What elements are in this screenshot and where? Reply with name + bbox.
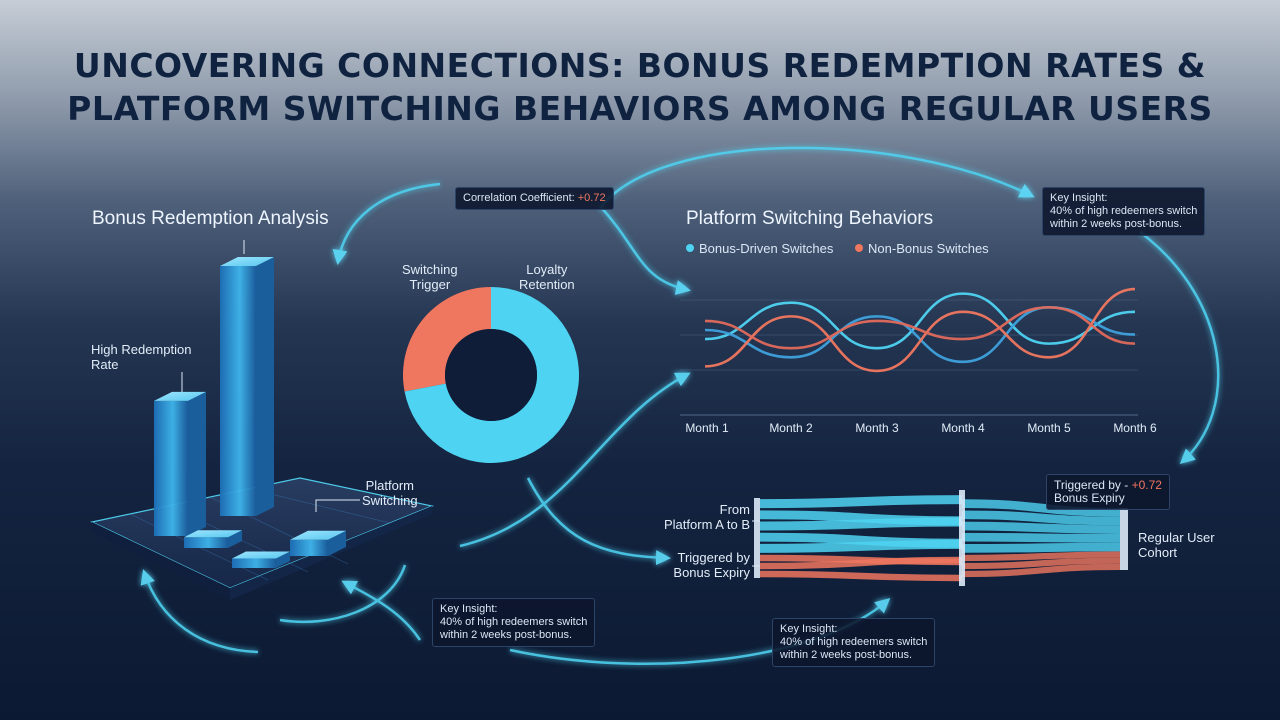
donut-hole	[445, 329, 537, 421]
page-title-line-2: PLATFORM SWITCHING BEHAVIORS AMONG REGUL…	[67, 89, 1213, 128]
donut-slice-loyalty-retention	[404, 287, 579, 463]
x-tick-label: Month 2	[769, 421, 813, 435]
arrow-top-right	[599, 205, 691, 295]
arrow-lower-left	[279, 564, 407, 624]
sankey-strand-left	[759, 570, 963, 582]
donut-slice-switching-trigger	[403, 287, 491, 392]
arrow-bottom-left	[140, 569, 259, 654]
correlation-value: +0.72	[577, 192, 606, 204]
sankey-label-cohort: Regular User Cohort	[1138, 530, 1215, 560]
sankey-strand-right	[961, 510, 1121, 526]
label-high-redemption: High Redemption Rate	[91, 342, 192, 372]
x-tick-label: Month 5	[1027, 421, 1071, 435]
sankey-strand-right	[961, 532, 1121, 543]
line-series-3	[704, 287, 1136, 373]
platform-switching-title: Platform Switching Behaviors	[686, 208, 934, 229]
sankey-strand-right	[961, 499, 1121, 517]
sankey-node-middle	[959, 490, 965, 586]
leader-platform-switching	[315, 499, 360, 512]
bar-3d-2	[220, 257, 274, 516]
line-series-2	[704, 305, 1136, 364]
arrow-title-arc	[599, 146, 1035, 209]
sankey-strand-left	[759, 517, 963, 531]
legend-item-bonus-driven: Bonus-Driven Switches	[686, 241, 833, 256]
label-platform-switching: Platform Switching	[362, 478, 418, 508]
insight-box-bottom-mid: Key Insight: 40% of high redeemers switc…	[772, 618, 936, 667]
insight-box-top-right: Key Insight: 40% of high redeemers switc…	[1042, 187, 1206, 236]
arrow-mid-up	[459, 372, 691, 548]
bar-3d-5	[232, 551, 290, 568]
label-switching-trigger: Switching Trigger	[402, 262, 458, 292]
arrow-top-left	[332, 182, 441, 265]
bonus-redemption-title: Bonus Redemption Analysis	[92, 208, 329, 229]
insight-box-bottom-left: Key Insight: 40% of high redeemers switc…	[432, 598, 596, 647]
triggered-line-2: Bonus Expiry	[1054, 491, 1125, 505]
bar-chart-3d	[90, 240, 435, 600]
legend-label-bonus-driven: Bonus-Driven Switches	[699, 241, 834, 256]
legend-item-non-bonus: Non-Bonus Switches	[855, 241, 989, 256]
bar-3d-1	[154, 391, 206, 536]
page-title-line-1: UNCOVERING CONNECTIONS: BONUS REDEMPTION…	[73, 46, 1207, 85]
line-series-1	[704, 292, 1136, 350]
x-tick-label: Month 1	[685, 421, 729, 435]
sankey-strand-right	[961, 521, 1121, 535]
triggered-line-1: Triggered by -	[1054, 478, 1129, 492]
line-chart: Month 1 Month 2 Month 3 Month 4 Month 5 Month…	[680, 287, 1157, 435]
sankey-strand-right	[961, 542, 1121, 553]
sankey-strand-right	[961, 557, 1121, 570]
correlation-box: Correlation Coefficient: +0.72	[455, 187, 614, 210]
correlation-label: Correlation Coefficient:	[463, 192, 575, 204]
x-tick-label: Month 3	[855, 421, 899, 435]
line-series-4	[704, 305, 1136, 350]
sankey-chart	[752, 490, 1128, 586]
x-tick-label: Month 4	[941, 421, 985, 435]
sankey-node-target	[1120, 508, 1128, 570]
legend-dot-coral	[855, 244, 864, 252]
sankey-label-triggered: Triggered by Bonus Expiry	[673, 550, 750, 580]
legend-dot-cyan	[686, 244, 694, 252]
arrow-right-down	[1139, 231, 1220, 465]
bar-3d-4	[184, 530, 242, 548]
donut-chart	[403, 287, 579, 463]
sankey-strand-left	[759, 556, 963, 570]
arrow-donut-down	[526, 477, 671, 566]
triggered-value: +0.72	[1131, 478, 1162, 492]
triggered-box: Triggered by - +0.72 Bonus Expiry	[1046, 474, 1170, 510]
sankey-strand-right	[961, 551, 1121, 562]
sankey-node-source	[754, 498, 760, 578]
sankey-label-from-platform: From Platform A to B	[664, 502, 750, 532]
bar-3d-3	[290, 530, 346, 556]
arrow-bottom-mid	[341, 580, 422, 641]
sankey-strand-left	[759, 495, 963, 509]
label-loyalty-retention: Loyalty Retention	[519, 262, 575, 292]
sankey-strand-right	[961, 563, 1121, 578]
line-chart-legend: Bonus-Driven Switches Non-Bonus Switches	[686, 241, 1007, 256]
x-tick-label: Month 6	[1113, 421, 1157, 435]
sankey-strand-left	[759, 539, 963, 553]
legend-label-non-bonus: Non-Bonus Switches	[868, 241, 989, 256]
